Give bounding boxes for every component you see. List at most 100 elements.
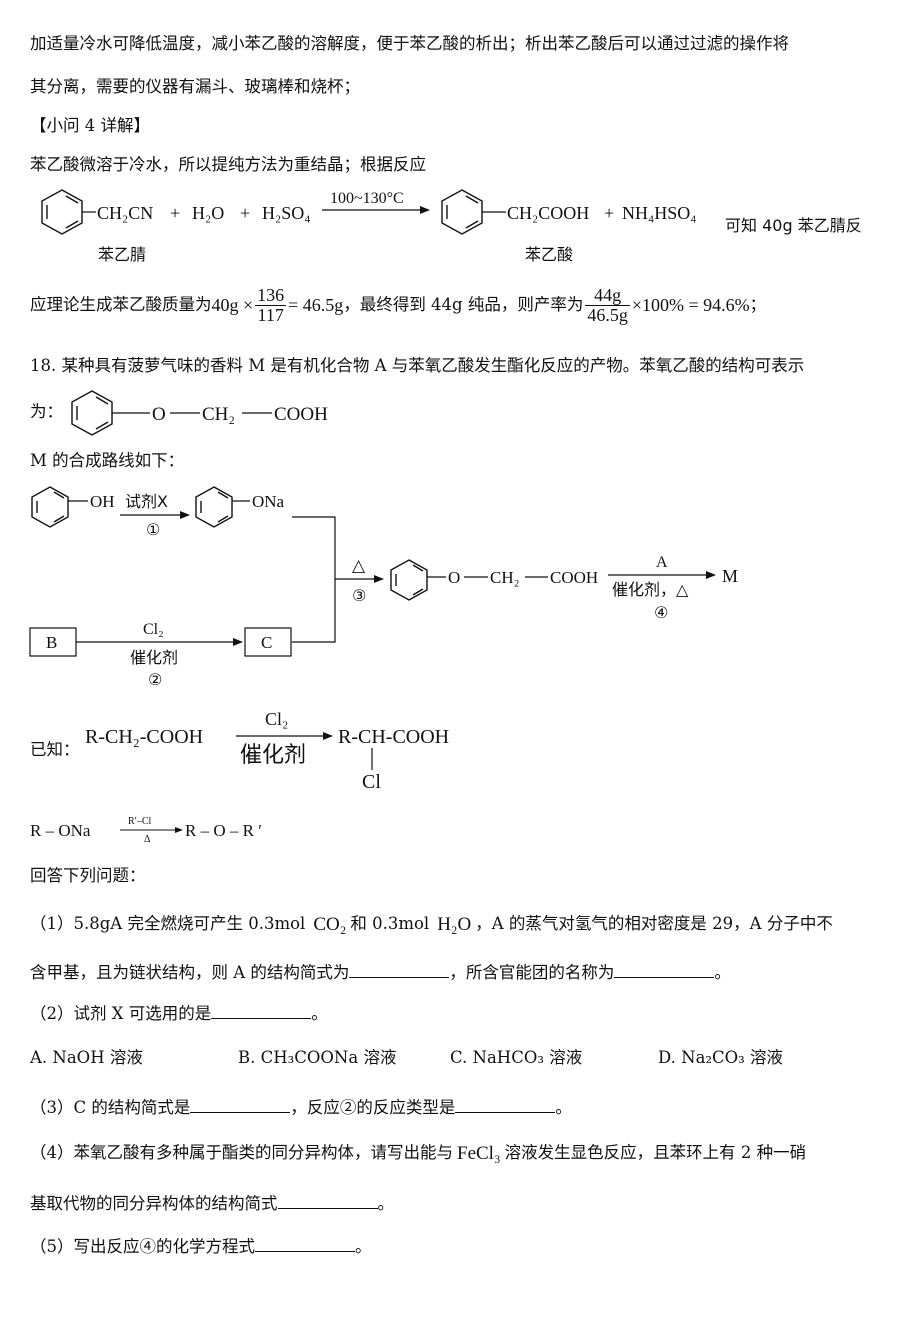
product-m-label: M	[722, 566, 738, 586]
calc-result: = 46.5g	[288, 295, 344, 315]
route-title: M 的合成路线如下：	[30, 451, 185, 470]
phenol-oh-label: OH	[90, 492, 115, 511]
answer-blank[interactable]	[190, 1098, 291, 1113]
question-4-text: 溶液发生显色反应，且苯环上有 2 种一硝	[504, 1142, 807, 1162]
question-1-text: 和 0.3mol	[350, 913, 430, 933]
yield-result: ×100% = 94.6%	[631, 295, 750, 315]
product-name: 苯乙酸	[525, 245, 573, 264]
chlorine-label: Cl₂	[143, 621, 164, 638]
fraction-numerator: 44g	[585, 285, 630, 306]
question-2-text: （2）试剂 X 可选用的是	[30, 1004, 212, 1023]
option-b: B. CH₃COONa 溶液	[238, 1048, 397, 1067]
arrow-right-icon	[374, 575, 384, 583]
benzene-ring-icon	[195, 486, 233, 528]
question-3-text: ，反应②的反应类型是	[290, 1098, 456, 1117]
question-4: （4）苯氧乙酸有多种属于酯类的同分异构体，请写出能与 FeCl₃ 溶液发生显色反…	[30, 1140, 806, 1166]
arrow-right-icon	[322, 206, 430, 214]
compound-b-label: B	[46, 633, 57, 652]
question-1-text: （1）5.8gA 完全燃烧可产生 0.3mol	[30, 913, 306, 933]
water-formula: H₂O	[437, 913, 472, 935]
step-3-label: ③	[352, 586, 366, 605]
paragraph-line: 其分离，需要的仪器有漏斗、玻璃棒和烧杯；	[30, 77, 360, 96]
question-18: 18. 某种具有菠萝气味的香料 M 是有机化合物 A 与苯氧乙酸发生酯化反应的产…	[30, 356, 805, 375]
question-4-text: 。	[377, 1194, 395, 1213]
methylene-label: CH₂	[202, 404, 235, 425]
route-carboxyl-label: COOH	[550, 568, 598, 587]
step-4-label: ④	[654, 603, 668, 622]
water-formula: H₂O	[192, 203, 224, 223]
calc-end: ；	[749, 294, 767, 314]
known2-reactant: R – ONa	[30, 821, 91, 840]
known-reaction-1: R-CH₂-COOH Cl₂ 催化剂 R-CH-COOH Cl	[85, 709, 449, 793]
answer-instruction: 回答下列问题：	[30, 866, 146, 885]
question-3: （3）C 的结构简式是，反应②的反应类型是。	[30, 1098, 572, 1117]
answer-blank[interactable]	[211, 1004, 312, 1019]
question-1-text: ，所含官能团的名称为	[449, 963, 615, 982]
paragraph-line: 苯乙酸微溶于冷水，所以提纯方法为重结晶；根据反应	[30, 155, 426, 174]
arrow-right-icon	[120, 511, 190, 519]
benzene-ring-icon	[41, 189, 83, 235]
acid-formula: H₂SO₄	[262, 203, 311, 223]
reaction-equation: CH₂CN + H₂O + H₂SO₄ 100~130°C CH₂COOH + …	[41, 189, 862, 264]
fraction-denominator: 46.5g	[587, 304, 628, 325]
arrow-right-icon	[608, 571, 716, 579]
answer-blank[interactable]	[349, 963, 450, 978]
option-c: C. NaHCO₃ 溶液	[450, 1048, 583, 1067]
benzene-ring-icon	[31, 486, 69, 528]
known-chlorine-substituent: Cl	[362, 771, 381, 793]
known-product: R-CH-COOH	[338, 726, 449, 748]
question-5: （5）写出反应④的化学方程式。	[30, 1237, 372, 1256]
section-heading: 【小问 4 详解】	[30, 116, 150, 135]
question-2: （2）试剂 X 可选用的是 。	[30, 1004, 328, 1023]
reaction-condition: 100~130°C	[330, 190, 404, 207]
benzene-ring-icon	[390, 559, 428, 601]
known2-reagent: R′–Cl	[128, 816, 152, 827]
answer-blank[interactable]	[277, 1194, 378, 1209]
arrow-right-icon	[236, 732, 333, 740]
phenoxyacetic-acid-structure: O CH₂ COOH	[71, 390, 328, 436]
step-1-label: ①	[146, 520, 160, 539]
paragraph-line: 为：	[30, 402, 63, 421]
fraction: 44g 46.5g	[585, 285, 630, 325]
compound-c-label: C	[261, 633, 272, 652]
answer-blank[interactable]	[455, 1098, 556, 1113]
plus-sign: +	[604, 203, 614, 223]
known2-heat: Δ	[144, 834, 151, 845]
question-2-text: 。	[311, 1004, 328, 1023]
oxygen-label: O	[152, 404, 166, 425]
byproduct-formula: NH₄HSO₄	[622, 203, 697, 223]
known-catalyst-label: 催化剂	[240, 743, 306, 768]
catalyst-heat-label: 催化剂，△	[612, 580, 689, 599]
question-1-text: 。	[714, 963, 731, 982]
known-label: 已知：	[30, 740, 80, 759]
compound-c-box	[244, 627, 292, 657]
fraction-denominator: 117	[257, 304, 284, 325]
known-reactant: R-CH₂-COOH	[85, 726, 203, 748]
question-1-cont: 含甲基，且为链状结构，则 A 的结构简式为 ，所含官能团的名称为 。	[30, 963, 731, 982]
answer-blank[interactable]	[614, 963, 715, 978]
step-2-label: ②	[148, 670, 162, 689]
question-4-text: 基取代物的同分异构体的结构简式	[30, 1194, 278, 1213]
route-methylene-label: CH₂	[490, 568, 520, 587]
equation-tail-text: 可知 40g 苯乙腈反	[725, 216, 862, 235]
question-1-text: 含甲基，且为链状结构，则 A 的结构简式为	[30, 963, 350, 982]
reagent-x-label: 试剂X	[125, 492, 168, 511]
heat-label: △	[352, 556, 366, 576]
question-4-text: （4）苯氧乙酸有多种属于酯类的同分异构体，请写出能与	[30, 1142, 453, 1162]
answer-blank[interactable]	[255, 1237, 355, 1252]
product-formula: CH₂COOH	[507, 203, 589, 223]
question-4-cont: 基取代物的同分异构体的结构简式 。	[30, 1194, 394, 1213]
option-d: D. Na₂CO₃ 溶液	[658, 1048, 784, 1067]
question-5-text: 。	[355, 1237, 372, 1256]
known-reaction-2: R – ONa R′–Cl Δ R – O – R ′	[30, 816, 262, 845]
reactant-formula: CH₂CN	[97, 203, 153, 223]
co2-formula: CO₂	[313, 913, 347, 935]
calc-middle: ，最终得到 44g 纯品，则产率为	[343, 294, 584, 314]
route-oxygen-label: O	[448, 568, 460, 587]
benzene-ring-icon	[441, 189, 483, 235]
known-chlorine-label: Cl₂	[265, 709, 288, 729]
question-1: （1）5.8gA 完全燃烧可产生 0.3mol CO₂ 和 0.3mol H₂O…	[30, 910, 833, 938]
reactant-name: 苯乙腈	[98, 245, 146, 264]
reagent-a-label: A	[656, 554, 668, 571]
plus-sign: +	[240, 203, 250, 223]
